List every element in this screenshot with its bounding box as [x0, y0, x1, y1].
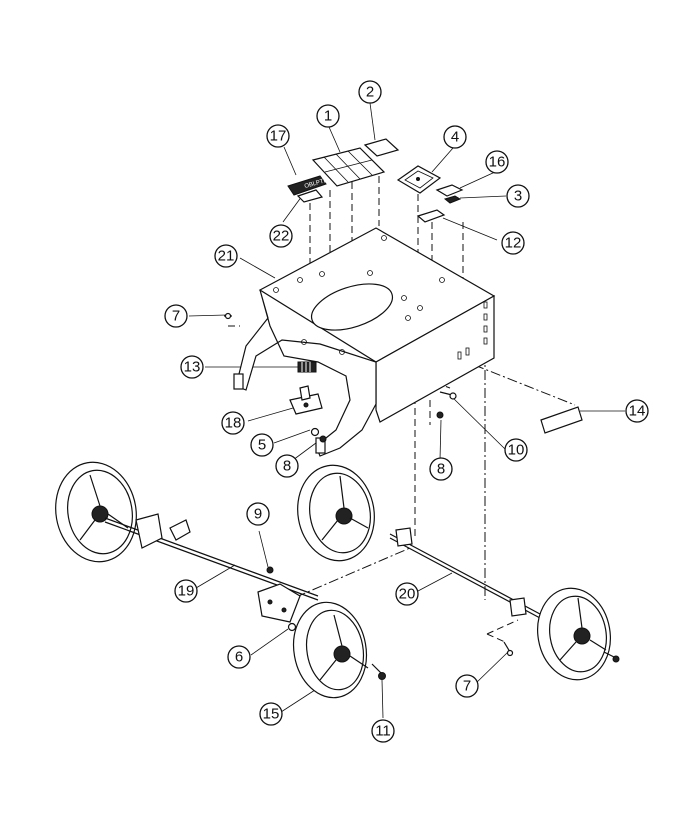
decal-22 [296, 189, 324, 203]
callout-8b: 8 [429, 457, 453, 481]
svg-text:3: 3 [514, 188, 522, 205]
callout-19: 19 [174, 579, 198, 603]
decal-4 [396, 165, 442, 194]
svg-text:20: 20 [399, 586, 416, 603]
callout-21: 21 [214, 244, 238, 268]
washer-6 [287, 622, 297, 632]
callout-1: 1 [316, 104, 340, 128]
nut-8b [436, 411, 444, 419]
svg-text:4: 4 [451, 129, 459, 146]
callout-7a: 7 [164, 304, 188, 328]
callout-16: 16 [485, 150, 509, 174]
callout-17: 17 [266, 124, 290, 148]
spring [297, 361, 317, 373]
main-frame [233, 227, 496, 457]
svg-text:5: 5 [258, 437, 266, 454]
bolt-10 [439, 391, 457, 400]
bolt-7-lower [503, 641, 514, 657]
callout-8a: 8 [275, 454, 299, 478]
nut-8 [319, 435, 327, 443]
svg-text:12: 12 [505, 235, 522, 252]
svg-text:18: 18 [225, 415, 242, 432]
svg-text:7: 7 [172, 308, 180, 325]
wheel-front-center [297, 464, 375, 562]
callout-2: 2 [358, 80, 382, 104]
svg-text:17: 17 [270, 128, 287, 145]
axle-19 [104, 513, 319, 601]
wheel-right [537, 587, 611, 681]
decal-14 [540, 406, 583, 434]
callout-18: 18 [221, 411, 245, 435]
callout-12: 12 [501, 231, 525, 255]
leader-lines [188, 102, 625, 719]
callout-4: 4 [443, 125, 467, 149]
svg-text:2: 2 [366, 84, 374, 101]
wheel-left-rear [55, 461, 137, 563]
svg-text:6: 6 [235, 649, 243, 666]
bracket [289, 385, 323, 415]
svg-text:16: 16 [489, 154, 506, 171]
decal-16 [435, 184, 464, 197]
svg-text:10: 10 [508, 442, 525, 459]
bolt-7-top [224, 312, 232, 320]
callout-20: 20 [395, 582, 419, 606]
svg-text:8: 8 [437, 461, 445, 478]
callout-7b: 7 [455, 674, 479, 698]
svg-text:19: 19 [178, 583, 195, 600]
svg-text:13: 13 [184, 359, 201, 376]
bolt-7-right [603, 651, 620, 663]
callout-3: 3 [506, 184, 530, 208]
svg-text:9: 9 [254, 506, 262, 523]
callout-15: 15 [259, 702, 283, 726]
svg-text:8: 8 [283, 458, 291, 475]
callout-22: 22 [269, 224, 293, 248]
svg-text:22: 22 [273, 228, 290, 245]
decal-3 [443, 195, 462, 204]
svg-text:15: 15 [263, 706, 280, 723]
washer-5 [310, 427, 320, 437]
nut-9 [266, 566, 274, 574]
wheel-15 [292, 601, 369, 699]
svg-text:14: 14 [629, 403, 646, 420]
bracket-lower [257, 583, 301, 623]
decal-2 [363, 138, 400, 157]
decal-12 [416, 209, 446, 223]
callout-10: 10 [504, 438, 528, 462]
svg-text:1: 1 [324, 108, 332, 125]
callout-9: 9 [246, 502, 270, 526]
callout-13: 13 [180, 355, 204, 379]
callout-6: 6 [227, 645, 251, 669]
svg-text:11: 11 [375, 723, 391, 740]
bolt-11 [371, 663, 386, 680]
svg-text:21: 21 [218, 248, 235, 265]
callout-11: 11 [371, 719, 395, 743]
svg-text:7: 7 [463, 678, 471, 695]
callout-5: 5 [250, 433, 274, 457]
callout-14: 14 [625, 399, 649, 423]
decal-control-panel [311, 147, 386, 187]
axle-20 [389, 527, 541, 619]
